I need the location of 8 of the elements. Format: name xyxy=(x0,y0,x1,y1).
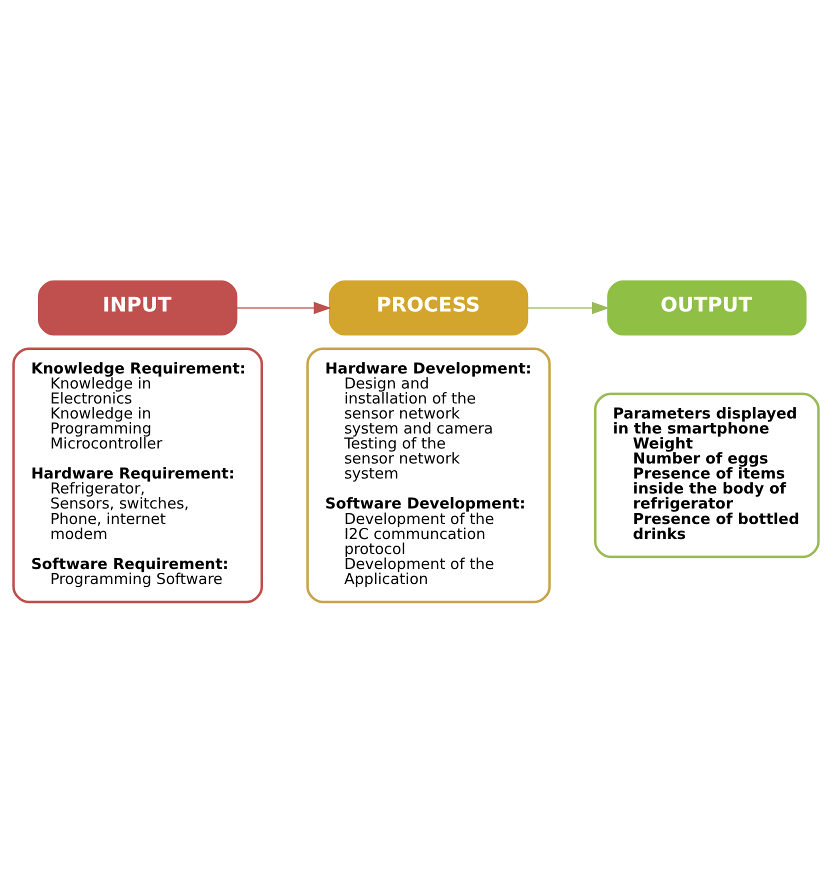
node-box: Hardware Development: Design and installation of the sensor network system and camera Testing of the sensor network system Software Development: Development of the I2C communcation protocol Development of the Application xyxy=(306,347,551,604)
arrow xyxy=(528,302,610,314)
node-box: PROCESS xyxy=(328,280,528,336)
node-box: INPUT xyxy=(38,280,238,336)
node-box: Parameters displayed in the smartphone Weight Number of eggs Presence of items inside the body of refrigerator Presence of bottled drinks xyxy=(594,392,820,558)
node-box: OUTPUT xyxy=(607,280,807,336)
arrow xyxy=(237,302,332,314)
node-box: Knowledge Requirement: Knowledge in Electronics Knowledge in Programming Microcontroller Hardware Requirement: Refrigerator, Sensors, switches, Phone, internet modem Software Requirement: Programming Software xyxy=(12,347,264,604)
